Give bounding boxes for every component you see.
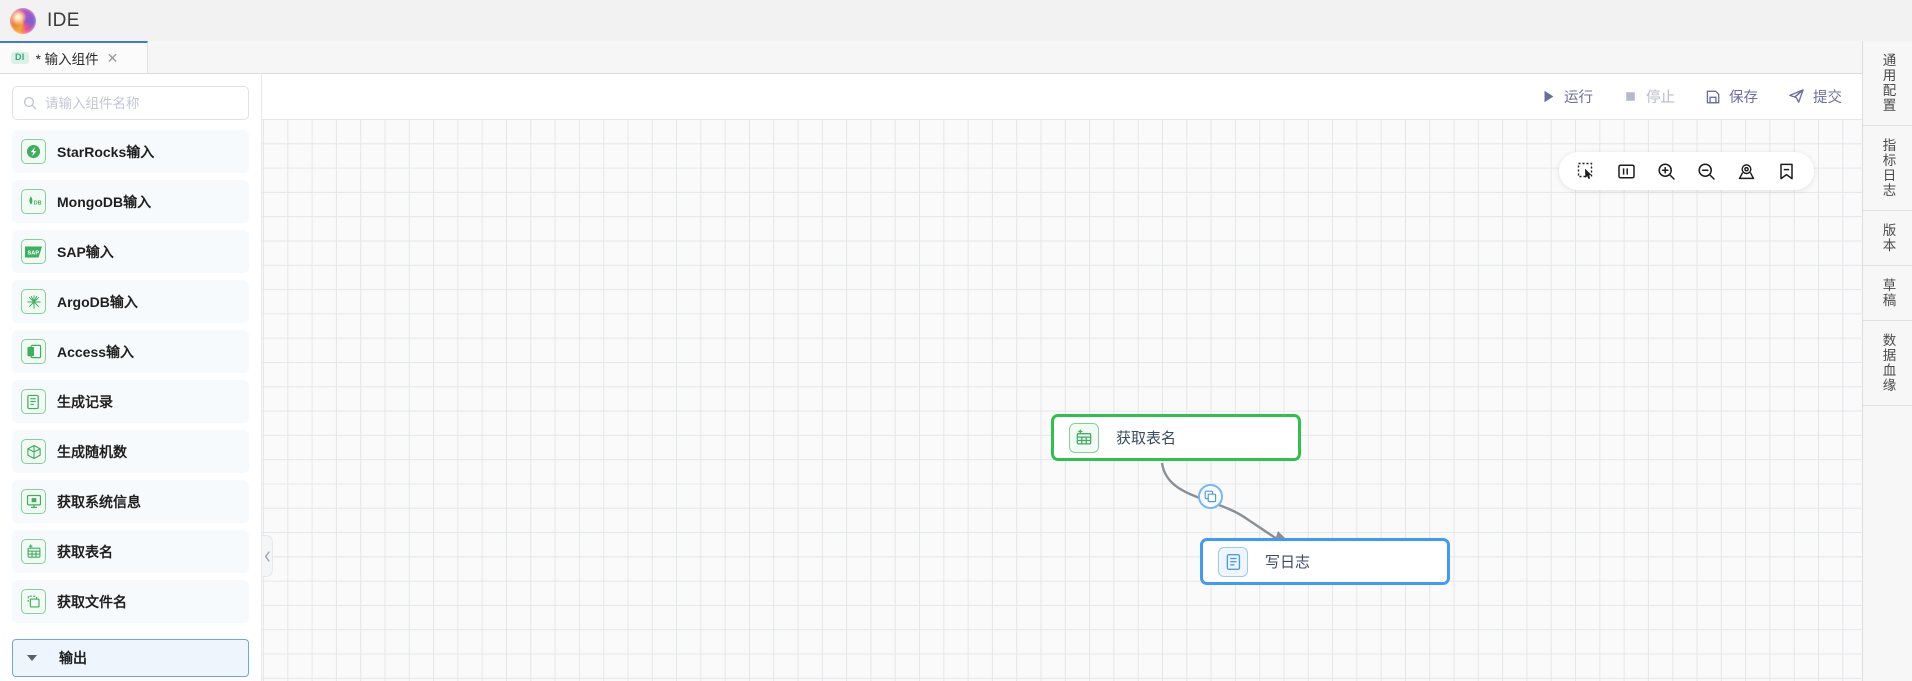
rail-item-metric-log[interactable]: 指标日志 bbox=[1863, 126, 1912, 211]
tab-bar-spacer bbox=[148, 41, 1866, 73]
random-number-icon bbox=[21, 439, 46, 464]
tab-bar: DI * 输入组件 ✕ bbox=[0, 41, 1912, 74]
flow-node-write-log[interactable]: 写日志 bbox=[1200, 538, 1450, 585]
title-bar: IDE bbox=[0, 0, 1912, 41]
close-icon[interactable]: ✕ bbox=[106, 50, 119, 66]
component-label: 获取表名 bbox=[57, 543, 113, 560]
app-title: IDE bbox=[47, 9, 80, 31]
save-button[interactable]: 保存 bbox=[1705, 86, 1758, 107]
sidebar-collapse-handle[interactable] bbox=[262, 535, 273, 577]
file-name-icon bbox=[21, 589, 46, 614]
submit-icon bbox=[1789, 89, 1804, 103]
component-label: MongoDB输入 bbox=[57, 193, 152, 210]
component-item-argodb[interactable]: ArgoDB输入 bbox=[12, 280, 249, 323]
svg-text:DB: DB bbox=[33, 201, 41, 207]
rail-item-data-lineage[interactable]: 数据血缘 bbox=[1863, 321, 1912, 406]
mongodb-icon: DB bbox=[21, 189, 46, 214]
component-sidebar: StarRocks输入 DB MongoDB输入 SAP SAP输入 bbox=[0, 74, 262, 681]
component-label: Access输入 bbox=[57, 343, 135, 360]
sidebar-group-output[interactable]: 输出 bbox=[12, 639, 249, 677]
stop-icon bbox=[1626, 92, 1635, 101]
rail-item-draft[interactable]: 草稿 bbox=[1863, 266, 1912, 321]
rail-item-general-config[interactable]: 通用配置 bbox=[1863, 41, 1912, 126]
svg-text:SAP: SAP bbox=[28, 250, 40, 256]
fit-view-icon[interactable] bbox=[1617, 162, 1636, 181]
flow-edge bbox=[1160, 462, 1294, 549]
rail-item-version[interactable]: 版本 bbox=[1863, 211, 1912, 266]
caret-down-icon bbox=[27, 655, 37, 661]
component-item-table-name[interactable]: 获取表名 bbox=[12, 530, 249, 573]
bookmark-icon[interactable] bbox=[1777, 162, 1796, 181]
save-label: 保存 bbox=[1729, 90, 1758, 106]
argodb-icon bbox=[21, 289, 46, 314]
component-item-system-info[interactable]: 获取系统信息 bbox=[12, 480, 249, 523]
table-name-icon bbox=[1069, 422, 1099, 453]
marquee-select-icon[interactable] bbox=[1577, 162, 1596, 181]
run-button[interactable]: 运行 bbox=[1541, 86, 1593, 107]
component-label: 获取文件名 bbox=[57, 593, 127, 610]
rail-filler bbox=[1863, 406, 1912, 681]
tab-input-component[interactable]: DI * 输入组件 ✕ bbox=[0, 41, 148, 73]
starrocks-icon bbox=[21, 139, 46, 164]
component-label: StarRocks输入 bbox=[57, 143, 155, 160]
canvas-toolbar bbox=[1559, 152, 1814, 190]
system-info-icon bbox=[21, 489, 46, 514]
component-item-file-name[interactable]: 获取文件名 bbox=[12, 580, 249, 623]
search-box[interactable] bbox=[12, 86, 249, 120]
chevron-left-icon bbox=[264, 550, 270, 562]
component-item-generate-record[interactable]: 生成记录 bbox=[12, 380, 249, 423]
component-item-sap[interactable]: SAP SAP输入 bbox=[12, 230, 249, 273]
run-label: 运行 bbox=[1564, 90, 1593, 106]
swirl-logo-icon bbox=[10, 7, 36, 34]
component-label: ArgoDB输入 bbox=[57, 293, 138, 310]
table-name-icon bbox=[21, 539, 46, 564]
canvas-area: 运行 停止 保存 提交 bbox=[262, 74, 1862, 681]
copy-layers-icon bbox=[1204, 490, 1217, 503]
generate-record-icon bbox=[21, 389, 46, 414]
search-input[interactable] bbox=[45, 95, 238, 111]
zoom-in-icon[interactable] bbox=[1657, 162, 1676, 181]
play-icon bbox=[1544, 90, 1554, 103]
search-container bbox=[12, 74, 249, 130]
submit-label: 提交 bbox=[1813, 90, 1842, 106]
component-item-mongodb[interactable]: DB MongoDB输入 bbox=[12, 180, 249, 223]
zoom-out-icon[interactable] bbox=[1697, 162, 1716, 181]
component-label: 生成随机数 bbox=[57, 443, 127, 460]
flow-node-get-table-name[interactable]: 获取表名 bbox=[1051, 414, 1301, 461]
component-label: 生成记录 bbox=[57, 393, 113, 410]
stop-button[interactable]: 停止 bbox=[1623, 86, 1675, 107]
submit-button[interactable]: 提交 bbox=[1788, 86, 1842, 107]
sidebar-group-label: 输出 bbox=[59, 650, 87, 666]
flow-node-label: 获取表名 bbox=[1116, 430, 1177, 447]
component-item-access[interactable]: Access输入 bbox=[12, 330, 249, 373]
edge-badge[interactable] bbox=[1198, 484, 1223, 509]
component-list: StarRocks输入 DB MongoDB输入 SAP SAP输入 bbox=[12, 130, 249, 681]
search-icon bbox=[23, 96, 37, 110]
right-rail: 通用配置 指标日志 版本 草稿 数据血缘 bbox=[1862, 41, 1912, 681]
stop-label: 停止 bbox=[1646, 90, 1675, 106]
save-icon bbox=[1706, 90, 1720, 103]
flow-canvas[interactable]: 获取表名 写日志 bbox=[262, 119, 1862, 681]
component-label: 获取系统信息 bbox=[57, 493, 141, 510]
action-toolbar: 运行 停止 保存 提交 bbox=[262, 74, 1862, 119]
sap-icon: SAP bbox=[21, 239, 46, 264]
component-item-random-number[interactable]: 生成随机数 bbox=[12, 430, 249, 473]
tab-label: * 输入组件 bbox=[35, 52, 99, 67]
tab-type-badge: DI bbox=[11, 52, 29, 64]
component-item-starrocks[interactable]: StarRocks输入 bbox=[12, 130, 249, 173]
access-icon bbox=[21, 339, 46, 364]
locate-icon[interactable] bbox=[1737, 162, 1756, 181]
flow-node-label: 写日志 bbox=[1265, 554, 1311, 571]
component-label: SAP输入 bbox=[57, 243, 114, 260]
write-log-icon bbox=[1218, 546, 1248, 577]
